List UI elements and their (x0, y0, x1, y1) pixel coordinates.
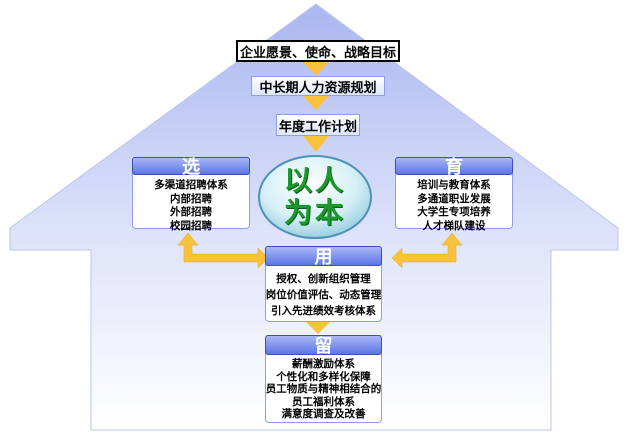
select-item: 外部招聘 (170, 206, 212, 218)
select-header: 选 (132, 157, 250, 178)
retain-item: 薪酬激励体系 (292, 358, 355, 370)
develop-items: 培训与教育体系 多通道职业发展 大学生专项培养 人才梯队建设 (395, 179, 513, 233)
develop-item: 大学生专项培养 (417, 206, 491, 218)
use-item: 岗位价值评估、动态管理 (265, 289, 382, 301)
retain-item: 个性化和多样化保障 (276, 370, 371, 383)
center-text: 以人 为本 (262, 165, 368, 231)
develop-item: 培训与教育体系 (417, 179, 491, 191)
use-item: 引入先进绩效考核体系 (271, 305, 376, 317)
annual-plan-label: 年度工作计划 (278, 119, 357, 135)
center-oval (258, 155, 372, 239)
use-header: 用 (265, 246, 382, 268)
develop-item: 人才梯队建设 (422, 219, 486, 232)
select-items: 多渠道招聘体系 内部招聘 外部招聘 校园招聘 (132, 179, 250, 233)
retain-items: 薪酬激励体系 个性化和多样化保障 员工物质与精神相结合的 员工福利体系 满意度调… (262, 358, 385, 421)
develop-header: 育 (395, 157, 513, 178)
develop-title: 育 (445, 157, 463, 178)
down-arrow-1 (303, 62, 329, 76)
retain-item: 员工福利体系 (292, 395, 355, 408)
mid-long-plan-box: 中长期人力资源规划 (251, 76, 385, 96)
develop-item: 多通道职业发展 (417, 192, 491, 205)
down-arrow-3 (303, 136, 329, 152)
bent-arrow-right (391, 232, 463, 269)
retain-header: 留 (265, 335, 382, 357)
retain-item: 员工物质与精神相结合的 (265, 383, 382, 395)
use-title: 用 (314, 247, 333, 268)
use-item: 授权、创新组织管理 (276, 273, 371, 285)
center-text-line-1: 以人 (283, 164, 346, 197)
down-arrow-2 (303, 96, 329, 110)
annual-plan-box: 年度工作计划 (276, 114, 360, 136)
use-items: 授权、创新组织管理 岗位价值评估、动态管理 引入先进绩效考核体系 (262, 271, 385, 319)
center-text-line-2: 为本 (283, 196, 346, 229)
select-title: 选 (182, 157, 200, 178)
vision-label: 企业愿景、使命、战略目标 (239, 45, 396, 61)
select-item: 多渠道招聘体系 (154, 179, 228, 191)
retain-title: 留 (314, 336, 333, 357)
mid-long-plan-label: 中长期人力资源规划 (259, 80, 377, 96)
vision-box: 企业愿景、使命、战略目标 (236, 40, 400, 62)
select-item: 内部招聘 (170, 192, 212, 205)
select-item: 校园招聘 (170, 219, 212, 232)
down-arrow-4 (306, 322, 330, 334)
retain-item: 满意度调查及改善 (281, 408, 366, 420)
